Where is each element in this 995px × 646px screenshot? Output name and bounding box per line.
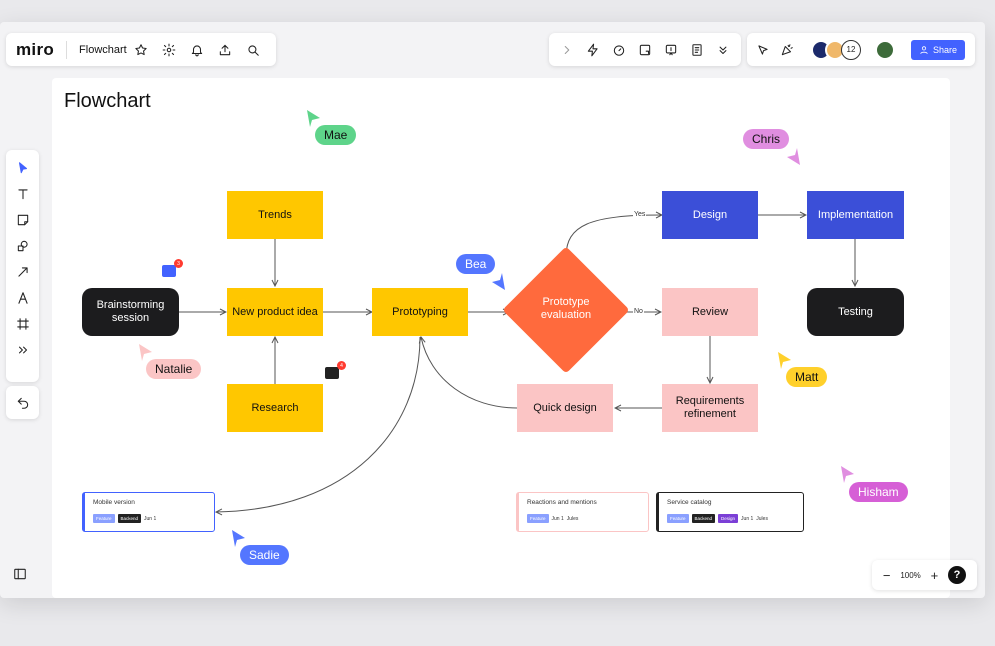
node-research[interactable]: Research [227,384,323,432]
chevron-right-icon[interactable] [559,42,575,58]
cursor-arrows-icon[interactable] [755,42,771,58]
left-creation-toolbar [6,150,39,382]
star-icon[interactable] [133,42,149,58]
shapes-icon[interactable] [15,238,31,254]
share-button[interactable]: Share [911,39,966,60]
node-testing[interactable]: Testing [807,288,904,336]
comment-icon[interactable] [162,265,176,277]
share-button-label: Share [933,44,958,55]
comment-count-badge: 4 [337,361,346,370]
upload-export-icon[interactable] [217,42,233,58]
tag-feature: Feature [527,514,549,523]
cursor-label-hisham: Hisham [849,482,908,502]
timer-icon[interactable] [611,42,627,58]
cursor-label-bea: Bea [456,254,496,274]
node-design[interactable]: Design [662,191,758,239]
settings-gear-icon[interactable] [161,42,177,58]
card-mobile-version[interactable]: Mobile version Feature Backend Jun 1 [82,492,215,532]
search-icon[interactable] [245,42,261,58]
tag-design: Design [718,514,739,523]
card-reactions-and-mentions[interactable]: Reactions and mentions Feature Jun 1 Jul… [516,492,649,532]
miro-logo[interactable]: miro [16,39,55,59]
card-due-date: Jun 1 [741,515,754,522]
edge-label-yes: Yes [633,211,647,218]
flowchart-title[interactable]: Flowchart [64,90,151,112]
sticky-note-icon[interactable] [15,212,31,228]
card-assignee: Jules [566,515,579,522]
cursor-label-natalie: Natalie [146,359,202,379]
node-requirements-refinement[interactable]: Requirements refinement [662,384,758,432]
cursor-label-matt: Matt [786,367,828,387]
toggle-panel-button[interactable] [6,560,34,588]
comment-icon[interactable] [325,367,339,379]
notification-bell-icon[interactable] [189,42,205,58]
card-title: Service catalog [667,499,712,506]
select-cursor-icon[interactable] [15,160,31,176]
frame-share-icon[interactable] [637,42,653,58]
zoom-controls: − 100% + ? [872,560,977,590]
card-tags: Feature Backend Jun 1 [93,514,206,523]
sidebar-panel-icon [12,566,28,582]
node-brainstorming-session[interactable]: Brainstorming session [82,288,179,336]
user-icon [920,45,928,54]
edge-label-no: No [633,308,644,315]
card-tags: Feature Backend Design Jun 1 Jules [667,514,795,523]
cursor-label-mae: Mae [315,125,357,145]
chevron-double-down-icon[interactable] [715,42,731,58]
lightning-icon[interactable] [585,42,601,58]
current-user-avatar[interactable] [875,39,895,60]
notes-list-icon[interactable] [689,42,705,58]
connection-arrow-icon[interactable] [15,264,31,280]
zoom-out-button[interactable]: − [882,567,891,583]
undo-icon [15,395,31,411]
participant-count-badge[interactable]: 12 [841,39,861,60]
comment-count-badge: 3 [174,259,183,268]
frame-tool-icon[interactable] [15,316,31,332]
tag-backend: Backend [117,514,142,523]
celebration-icon[interactable] [779,42,795,58]
pen-tool-icon[interactable] [15,290,31,306]
presentation-comment-icon[interactable] [663,42,679,58]
node-prototype-evaluation-label: Prototype evaluation [540,296,592,322]
card-due-date: Jun 1 [144,515,157,522]
text-tool-icon[interactable] [15,186,31,202]
card-title: Reactions and mentions [527,499,597,506]
help-button[interactable]: ? [948,566,967,584]
card-assignee: Jules [756,515,768,522]
undo-button[interactable] [6,386,39,419]
participant-avatars[interactable]: 12 [811,39,861,60]
node-review[interactable]: Review [662,288,758,336]
cursor-label-sadie: Sadie [240,545,289,565]
card-due-date: Jun 1 [551,515,564,522]
tag-feature: Feature [93,514,115,523]
node-implementation[interactable]: Implementation [807,191,904,239]
more-tools-chevron-icon[interactable] [15,342,31,358]
cursor-label-chris: Chris [743,129,790,149]
board-title[interactable]: Flowchart [79,43,127,56]
node-new-product-idea[interactable]: New product idea [227,288,323,336]
node-prototyping[interactable]: Prototyping [372,288,468,336]
top-left-toolbar: miro Flowchart [6,33,276,66]
card-service-catalog[interactable]: Service catalog Feature Backend Design J… [656,492,804,532]
card-tags: Feature Jun 1 Jules [527,514,640,523]
divider [66,40,68,59]
tag-backend: Backend [691,514,716,523]
zoom-level[interactable]: 100% [900,570,921,580]
card-title: Mobile version [93,499,135,506]
top-collaboration-toolbar [549,33,741,66]
top-right-toolbar: 12 Share [747,33,975,66]
node-quick-design[interactable]: Quick design [517,384,613,432]
zoom-in-button[interactable]: + [930,567,939,583]
node-trends[interactable]: Trends [227,191,323,239]
tag-feature: Feature [667,514,689,523]
